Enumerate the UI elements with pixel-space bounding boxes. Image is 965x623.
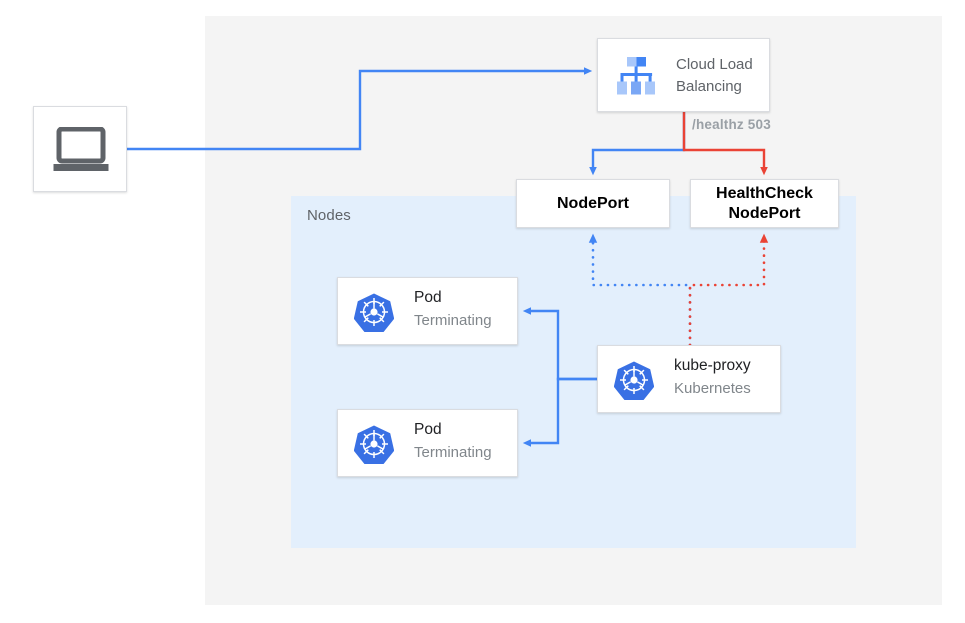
- laptop-icon: [34, 107, 128, 193]
- healthcheck-nodeport-label: HealthCheck NodePort: [691, 180, 838, 227]
- pod-title: Pod: [414, 289, 442, 306]
- kubernetes-icon: [614, 360, 654, 400]
- nodeport-label: NodePort: [557, 194, 629, 212]
- healthcheck-nodeport-node[interactable]: HealthCheck NodePort: [690, 179, 839, 228]
- kube-proxy-title: kube-proxy: [674, 357, 751, 374]
- cloud-load-balancing-node[interactable]: Cloud Load Balancing: [597, 38, 770, 112]
- pod-node-2[interactable]: Pod Terminating: [337, 409, 518, 477]
- cloud-load-balancing-icon: [612, 55, 660, 97]
- cloud-load-balancing-label-line2: Balancing: [676, 78, 742, 95]
- pod-title: Pod: [414, 421, 442, 438]
- healthcheck-nodeport-label-line2: NodePort: [728, 204, 801, 222]
- healthcheck-nodeport-label-line1: HealthCheck: [716, 184, 813, 202]
- pod-node-1[interactable]: Pod Terminating: [337, 277, 518, 345]
- cloud-load-balancing-label: Cloud Load Balancing: [676, 54, 768, 98]
- cloud-load-balancing-label-line1: Cloud Load: [676, 56, 753, 73]
- nodeport-node[interactable]: NodePort: [516, 179, 670, 228]
- kube-proxy-node[interactable]: kube-proxy Kubernetes: [597, 345, 781, 413]
- healthz-503-label: /healthz 503: [692, 117, 771, 132]
- client-node[interactable]: [33, 106, 127, 192]
- nodes-panel-label: Nodes: [307, 207, 351, 224]
- kubernetes-icon: [354, 424, 394, 464]
- pod-status: Terminating: [414, 444, 492, 461]
- kube-proxy-subtitle: Kubernetes: [674, 380, 751, 397]
- kubernetes-icon: [354, 292, 394, 332]
- pod-status: Terminating: [414, 312, 492, 329]
